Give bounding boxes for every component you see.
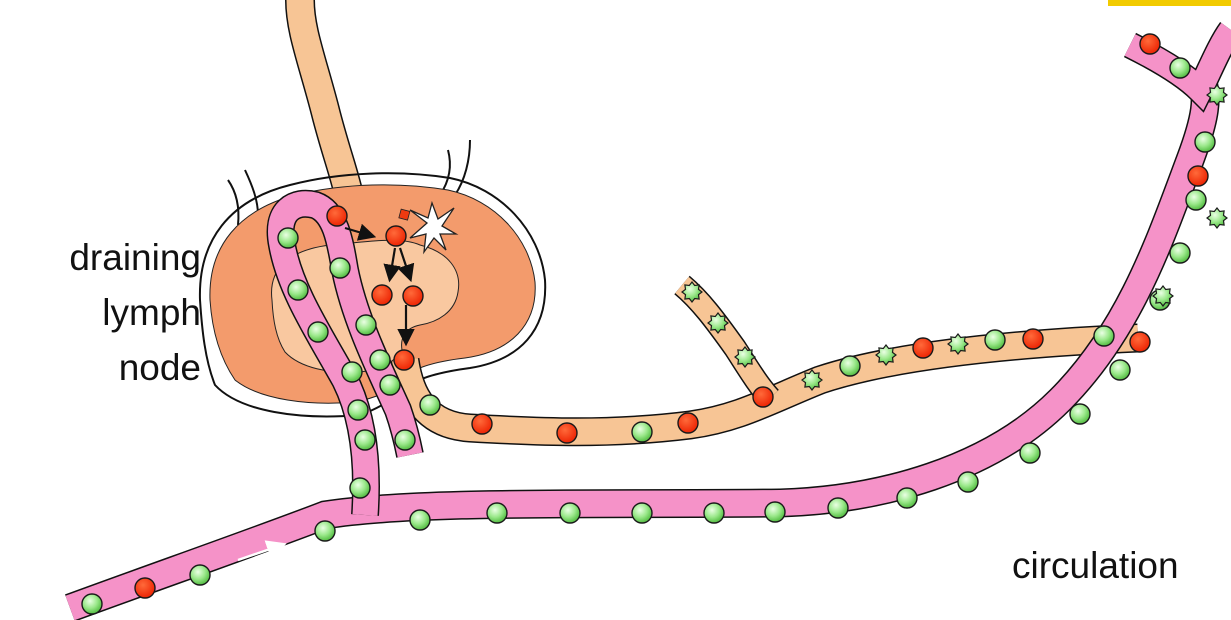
round-green-cell-icon (356, 315, 376, 335)
round-green-cell-icon (1186, 190, 1206, 210)
star-green-cell-icon (682, 282, 702, 302)
antigen-square-icon (399, 209, 410, 220)
node-label-line1: draining (0, 230, 201, 285)
red-spiky-cell-icon (678, 413, 698, 433)
round-green-cell-icon (1170, 58, 1190, 78)
round-green-cell-icon (765, 502, 785, 522)
round-green-cell-icon (897, 488, 917, 508)
round-green-cell-icon (355, 430, 375, 450)
round-green-cell-icon (1020, 443, 1040, 463)
round-green-cell-icon (395, 430, 415, 450)
star-green-cell-icon (1207, 208, 1227, 228)
round-green-cell-icon (82, 594, 102, 614)
round-green-cell-icon (1094, 326, 1114, 346)
round-green-cell-icon (1070, 404, 1090, 424)
round-green-cell-icon (958, 472, 978, 492)
round-green-cell-icon (330, 258, 350, 278)
round-green-cell-icon (420, 395, 440, 415)
node-label-line2: lymph (0, 285, 201, 340)
star-green-cell-icon (1207, 85, 1227, 105)
red-spiky-cell-icon (753, 387, 773, 407)
circulation-label: circulation (1012, 544, 1179, 588)
red-spiky-cell-icon (327, 206, 347, 226)
round-green-cell-icon (315, 521, 335, 541)
red-spiky-cell-icon (386, 226, 406, 246)
round-green-cell-icon (380, 375, 400, 395)
red-spiky-cell-icon (403, 286, 423, 306)
round-green-cell-icon (308, 322, 328, 342)
round-green-cell-icon (487, 503, 507, 523)
star-green-cell-icon (1153, 286, 1173, 306)
red-spiky-cell-icon (1140, 34, 1160, 54)
round-green-cell-icon (348, 400, 368, 420)
star-green-cell-icon (876, 345, 896, 365)
round-green-cell-icon (985, 330, 1005, 350)
round-green-cell-icon (410, 510, 430, 530)
round-green-cell-icon (190, 565, 210, 585)
red-spiky-cell-icon (372, 285, 392, 305)
red-spiky-cell-icon (472, 414, 492, 434)
star-green-cell-icon (735, 347, 755, 367)
star-green-cell-icon (948, 334, 968, 354)
round-green-cell-icon (278, 228, 298, 248)
round-green-cell-icon (342, 362, 362, 382)
node-label-line3: node (0, 340, 201, 395)
star-green-cell-icon (708, 313, 728, 333)
round-green-cell-icon (1195, 132, 1215, 152)
round-green-cell-icon (1170, 243, 1190, 263)
round-green-cell-icon (840, 356, 860, 376)
star-green-cell-icon (802, 370, 822, 390)
round-green-cell-icon (632, 422, 652, 442)
draining-lymph-node-label: draining lymph node (0, 230, 201, 395)
red-spiky-cell-icon (557, 423, 577, 443)
round-green-cell-icon (1110, 360, 1130, 380)
round-green-cell-icon (370, 350, 390, 370)
round-green-cell-icon (632, 503, 652, 523)
red-spiky-cell-icon (394, 350, 414, 370)
red-spiky-cell-icon (1188, 166, 1208, 186)
red-spiky-cell-icon (913, 338, 933, 358)
round-green-cell-icon (288, 280, 308, 300)
round-green-cell-icon (560, 503, 580, 523)
round-green-cell-icon (828, 498, 848, 518)
round-green-cell-icon (704, 503, 724, 523)
red-spiky-cell-icon (135, 578, 155, 598)
red-spiky-cell-icon (1130, 332, 1150, 352)
red-spiky-cell-icon (1023, 329, 1043, 349)
round-green-cell-icon (350, 478, 370, 498)
